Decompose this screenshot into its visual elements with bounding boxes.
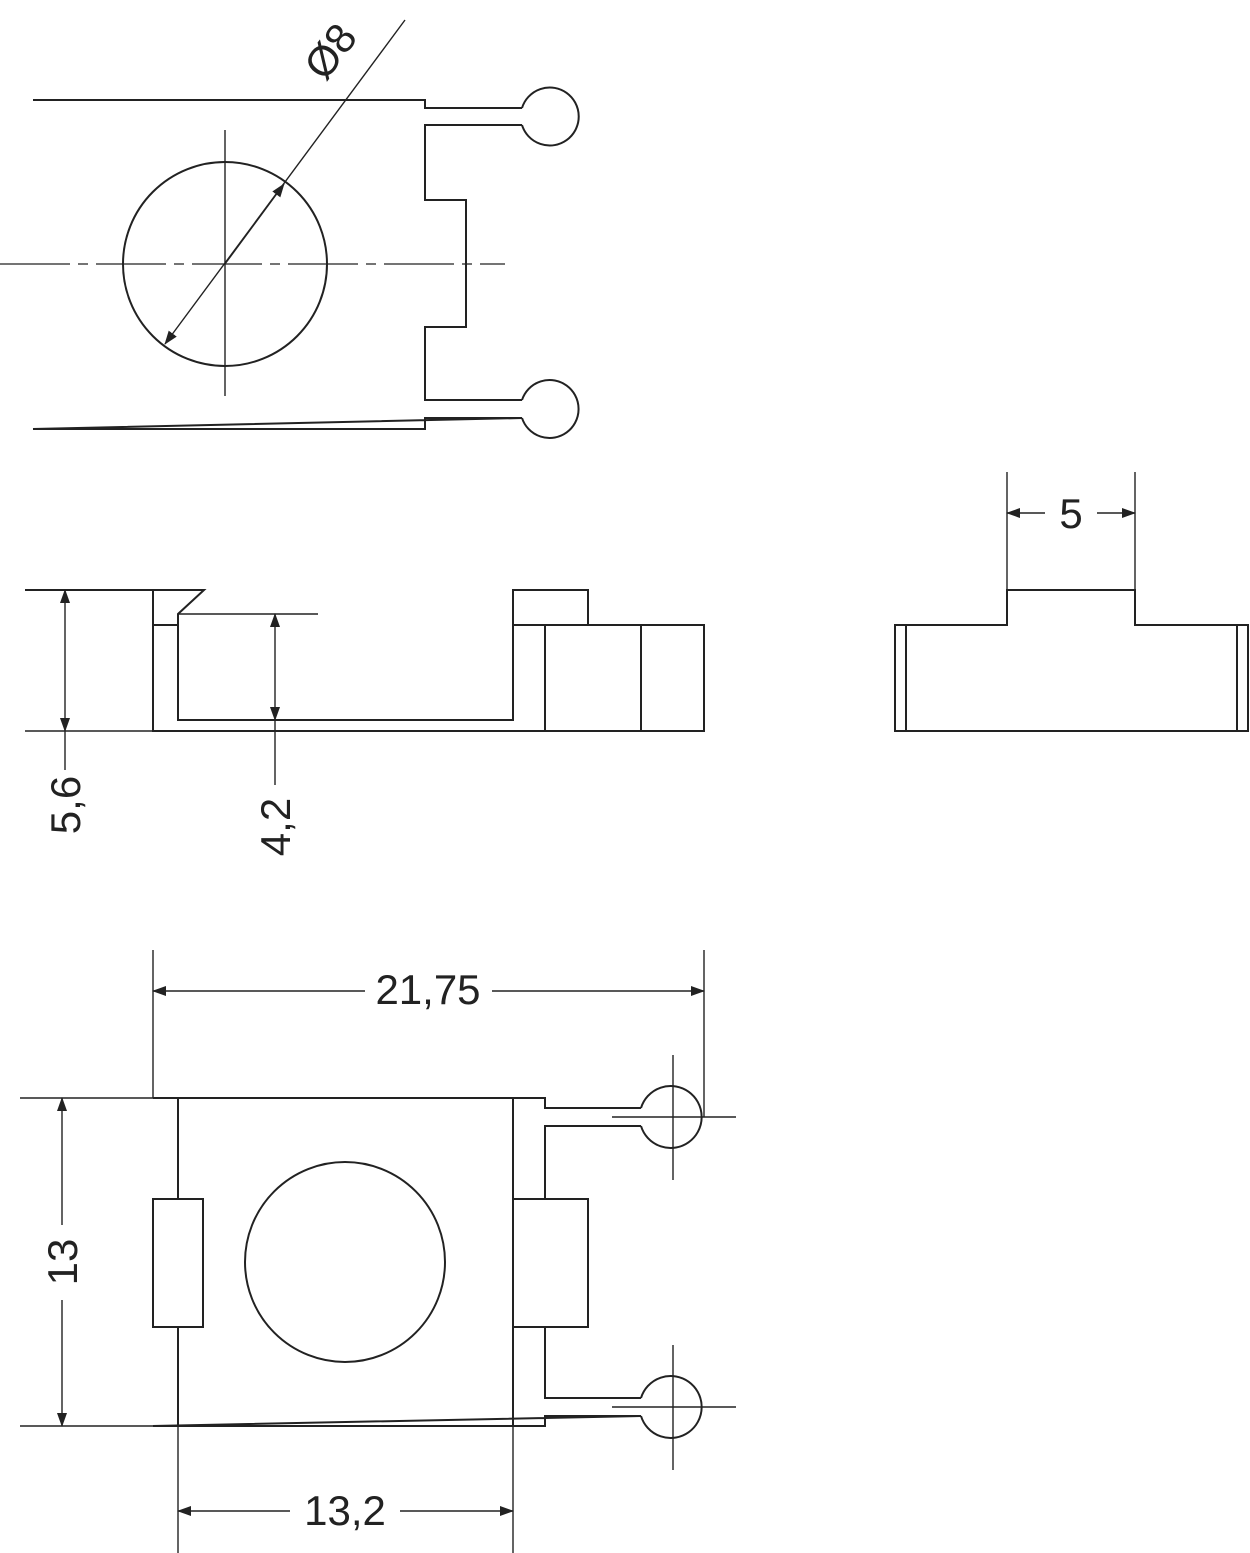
top-terminal-pad-upper [521, 86, 580, 147]
top-terminal-pad-lower [521, 379, 580, 439]
diameter-arrow-upper [224, 183, 285, 265]
diameter-label: Ø8 [295, 15, 366, 88]
front-view-outline [25, 589, 705, 732]
top-view: Ø8 [0, 15, 580, 439]
inner-height-label: 4,2 [252, 798, 299, 856]
side-view-outline [894, 589, 1249, 732]
total-height-label: 5,6 [42, 776, 89, 834]
bottom-view: 21,75 13 13,2 [20, 950, 736, 1553]
length-body-label: 13,2 [304, 1487, 386, 1534]
width-body-label: 13 [39, 1239, 86, 1286]
bottom-view-left-tab [152, 1198, 204, 1328]
front-view: 5,6 4,2 [25, 589, 705, 856]
side-view: 5 [894, 472, 1249, 732]
bottom-view-button-circle [244, 1161, 446, 1363]
diameter-leader-line [164, 19, 406, 345]
bottom-view-body-outline [152, 1097, 642, 1427]
length-total-label: 21,75 [375, 966, 480, 1013]
side-width-label: 5 [1059, 490, 1082, 537]
